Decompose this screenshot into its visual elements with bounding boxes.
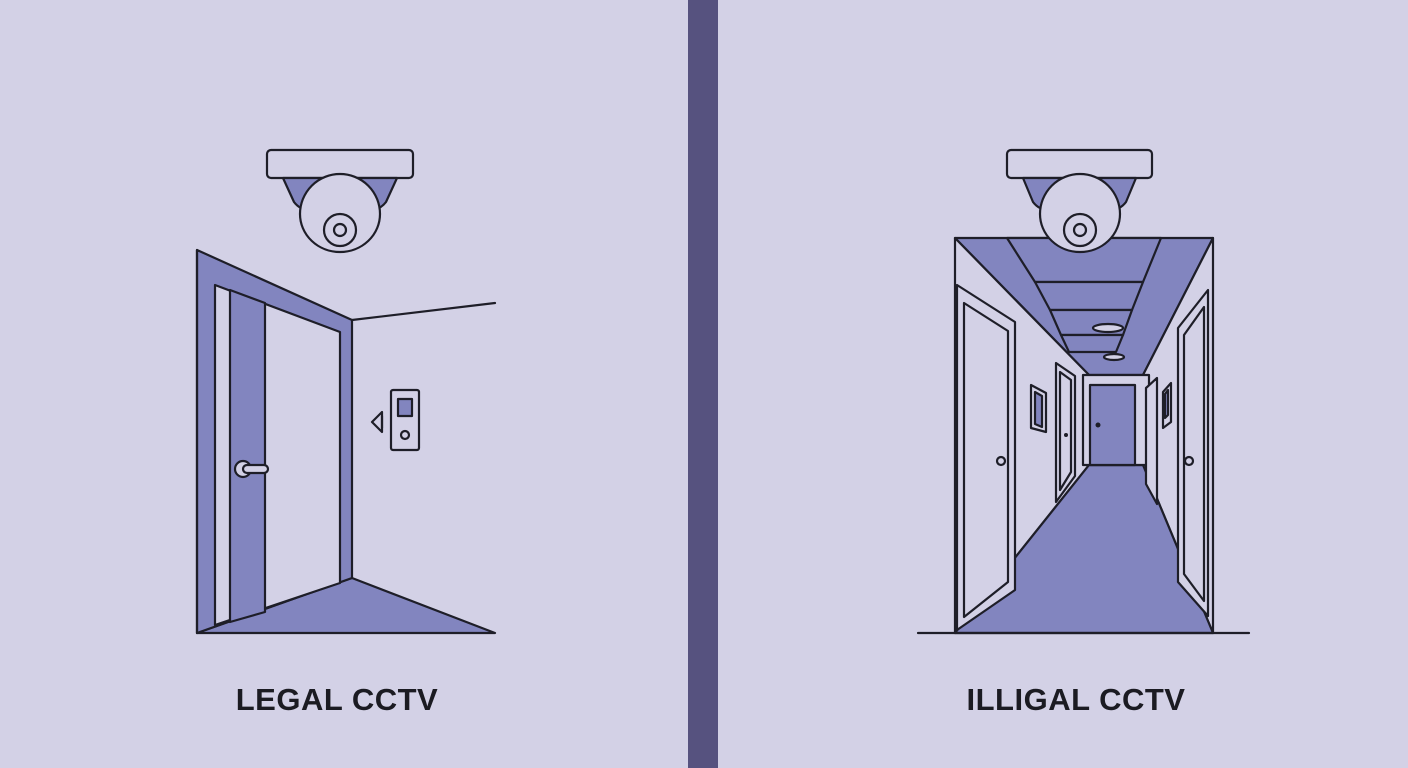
- legal-cctv-illustration: [195, 148, 497, 635]
- dome-camera-icon: [265, 148, 415, 254]
- illegal-cctv-panel: ILLIGAL CCTV: [718, 0, 1408, 768]
- center-divider: [688, 0, 718, 768]
- illegal-cctv-illustration: [916, 148, 1251, 635]
- legal-cctv-panel: LEGAL CCTV: [0, 0, 688, 768]
- hallway-corridor-icon: [916, 236, 1251, 635]
- open-door-icon: [195, 248, 497, 635]
- legal-cctv-label: LEGAL CCTV: [235, 682, 439, 717]
- dome-camera-icon: [1005, 148, 1154, 254]
- doorbell-intercom-icon: [370, 388, 421, 452]
- illegal-cctv-label: ILLIGAL CCTV: [966, 682, 1186, 717]
